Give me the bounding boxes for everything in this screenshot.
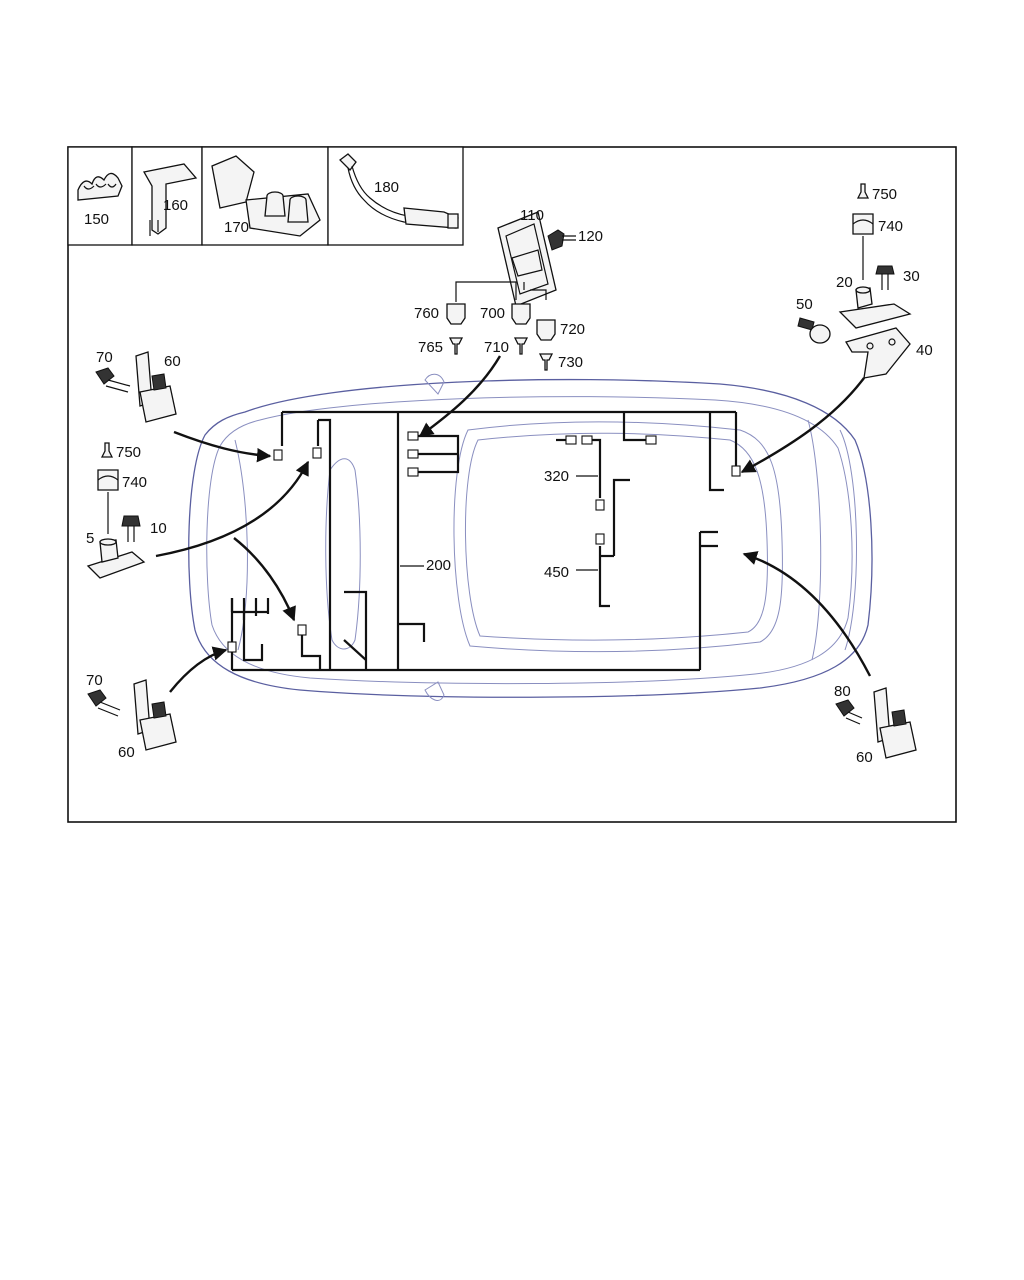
callout-320: 320 [544,468,569,485]
sensor-5-icon [86,538,146,579]
callout-720: 720 [560,321,585,338]
callout-200: 200 [426,557,451,574]
sensor-20-icon [838,286,912,329]
callout-765: 765 [418,339,443,356]
callout-740-left: 740 [122,474,147,491]
callout-730: 730 [558,354,583,371]
grommet-170-icon [211,155,321,237]
screw-50-icon [797,317,831,344]
callout-20: 20 [836,274,853,291]
callout-10: 10 [150,520,167,537]
plug-740-right-icon [852,213,874,235]
cable-180-icon [339,153,459,229]
sensor-60-left-top-icon [135,351,177,423]
bracket-160-icon [142,163,198,236]
plug-lead-lines [455,281,547,302]
bolt-30-icon [875,265,895,290]
callout-70-left-bottom: 70 [86,672,103,689]
plug-700-icon [511,303,531,325]
pin-750-right-icon [856,183,870,199]
callout-30: 30 [903,268,920,285]
callout-120: 120 [578,228,603,245]
pin-750-left-icon [100,442,114,458]
callout-180: 180 [374,179,399,196]
sensor-60-right-bottom-icon [873,687,917,759]
car-body-outline [188,373,873,701]
bracket-40-icon [845,327,911,379]
callout-710: 710 [484,339,509,356]
callout-150: 150 [84,211,109,228]
callout-70-left-top: 70 [96,349,113,366]
callout-60-left-top: 60 [164,353,181,370]
pin-730-icon [538,353,554,371]
bolt-70-left-top-icon [95,367,131,393]
harness-450 [576,478,630,608]
pin-765-icon [448,337,464,355]
clip-150-icon [77,172,123,201]
bolt-70-left-bottom-icon [87,689,121,717]
callout-700: 700 [480,305,505,322]
pin-710-icon [513,337,529,355]
callout-60-right-bottom: 60 [856,749,873,766]
callout-50: 50 [796,296,813,313]
callout-80: 80 [834,683,851,700]
harness-connectors [227,431,741,653]
callout-170: 170 [224,219,249,236]
callout-5: 5 [86,530,94,547]
bolt-10-icon [121,515,141,542]
harness-320 [556,435,605,511]
callout-60-left-bottom: 60 [118,744,135,761]
bolt-120-icon [547,229,576,251]
diagram-frame [67,146,957,823]
callout-740-right: 740 [878,218,903,235]
control-unit-110-icon [497,211,557,307]
bolt-80-icon [835,699,863,725]
main-harness-200 [230,410,738,672]
callout-760: 760 [414,305,439,322]
callout-750-right: 750 [872,186,897,203]
callout-160: 160 [163,197,188,214]
callout-750-left: 750 [116,444,141,461]
plug-720-icon [536,319,556,341]
callout-110: 110 [520,207,544,224]
callout-450: 450 [544,564,569,581]
plug-740-left-icon [97,469,119,491]
pointer-arrows [155,355,872,693]
sensor-60-left-bottom-icon [133,679,177,751]
callout-40: 40 [916,342,933,359]
plug-760-icon [446,303,466,325]
